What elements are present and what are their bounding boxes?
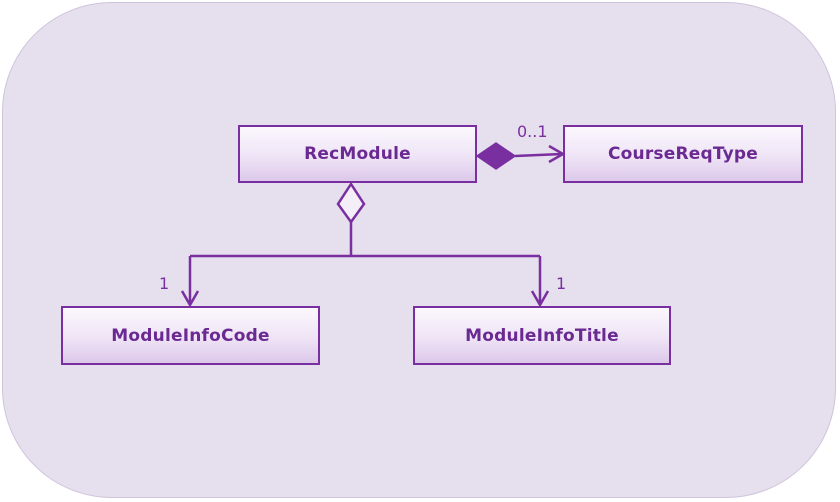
composition-line	[514, 152, 563, 158]
aggregation-right-arrowhead	[530, 290, 550, 308]
class-module-info-code[interactable]: ModuleInfoCode	[61, 306, 320, 365]
aggregation-left-arrowhead	[180, 290, 200, 308]
aggregation-diamond	[336, 181, 366, 225]
multiplicity-module-info-title: 1	[556, 274, 567, 293]
class-module-info-title[interactable]: ModuleInfoTitle	[413, 306, 671, 365]
class-course-req-type[interactable]: CourseReqType	[563, 125, 803, 183]
composition-diamond	[475, 142, 517, 170]
class-rec-module[interactable]: RecModule	[238, 125, 477, 183]
multiplicity-module-info-code: 1	[159, 274, 170, 293]
multiplicity-course-req-type: 0..1	[517, 122, 548, 141]
